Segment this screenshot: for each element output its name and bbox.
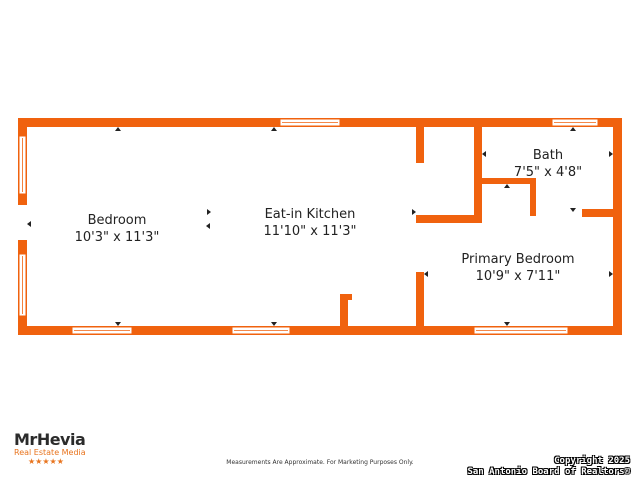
closet-wall-horizontal [416,215,482,223]
window-top-kitchen [279,118,341,127]
kitchen-right-wall-lower [416,272,424,328]
dimension-marker [412,209,416,215]
window-left-lower [18,253,27,317]
dimension-marker [504,322,510,326]
dimension-marker [609,271,613,277]
room-size: 11'10" x 11'3" [263,224,357,239]
bath-inner-wall-v [530,178,536,216]
room-size: 10'3" x 11'3" [74,230,160,245]
left-door-opening [18,205,27,240]
dimension-marker [27,221,31,227]
window-left-upper [18,135,27,195]
copyright-watermark: Copyright 2025 San Antonio Board of Real… [467,456,630,478]
dimension-marker [271,127,277,131]
dimension-marker [271,322,277,326]
copyright-line: Copyright 2025 [554,456,630,466]
room-label-eat-in-kitchen: Eat-in Kitchen 11'10" x 11'3" [248,206,372,240]
dimension-marker [570,127,576,131]
window-bottom-primary [473,326,569,335]
dimension-marker [206,223,210,229]
dimension-marker [207,209,211,215]
dimension-marker [570,208,576,212]
room-name: Bath [532,148,564,163]
room-size: 7'5" x 4'8" [513,165,583,180]
brand-logo: MrHevia Real Estate Media ★★★★★ [14,430,94,470]
window-top-bath [551,118,599,127]
dimension-marker [115,127,121,131]
copyright-line: San Antonio Board of Realtors® [467,467,630,477]
room-name: Eat-in Kitchen [264,207,356,222]
dimension-marker [424,271,428,277]
room-label-bath: Bath 7'5" x 4'8" [500,147,596,181]
kitchen-stub-cap [340,294,352,300]
disclaimer-text: Measurements Are Approximate. For Market… [226,459,414,466]
logo-name: MrHevia [14,430,86,449]
kitchen-stub-wall [340,294,348,328]
dimension-marker [115,322,121,326]
dimension-marker [609,151,613,157]
bath-inner-wall-h [482,178,532,184]
window-bottom-kitchen [231,326,291,335]
room-size: 10'9" x 7'11" [475,269,561,284]
room-name: Bedroom [87,213,147,228]
logo-tagline: Real Estate Media [14,448,86,457]
kitchen-right-wall-upper [416,127,424,163]
dimension-marker [504,184,510,188]
outer-wall-right [613,118,622,335]
dimension-marker [482,151,486,157]
window-bottom-bedroom [71,326,133,335]
rating-stars-icon: ★★★★★ [28,457,64,466]
bath-bottom-wall [582,209,613,217]
room-label-bedroom: Bedroom 10'3" x 11'3" [62,212,172,246]
room-name: Primary Bedroom [461,252,575,267]
outer-wall-bottom [18,326,622,335]
room-label-primary-bedroom: Primary Bedroom 10'9" x 7'11" [448,251,588,285]
closet-wall-vertical [474,127,482,223]
